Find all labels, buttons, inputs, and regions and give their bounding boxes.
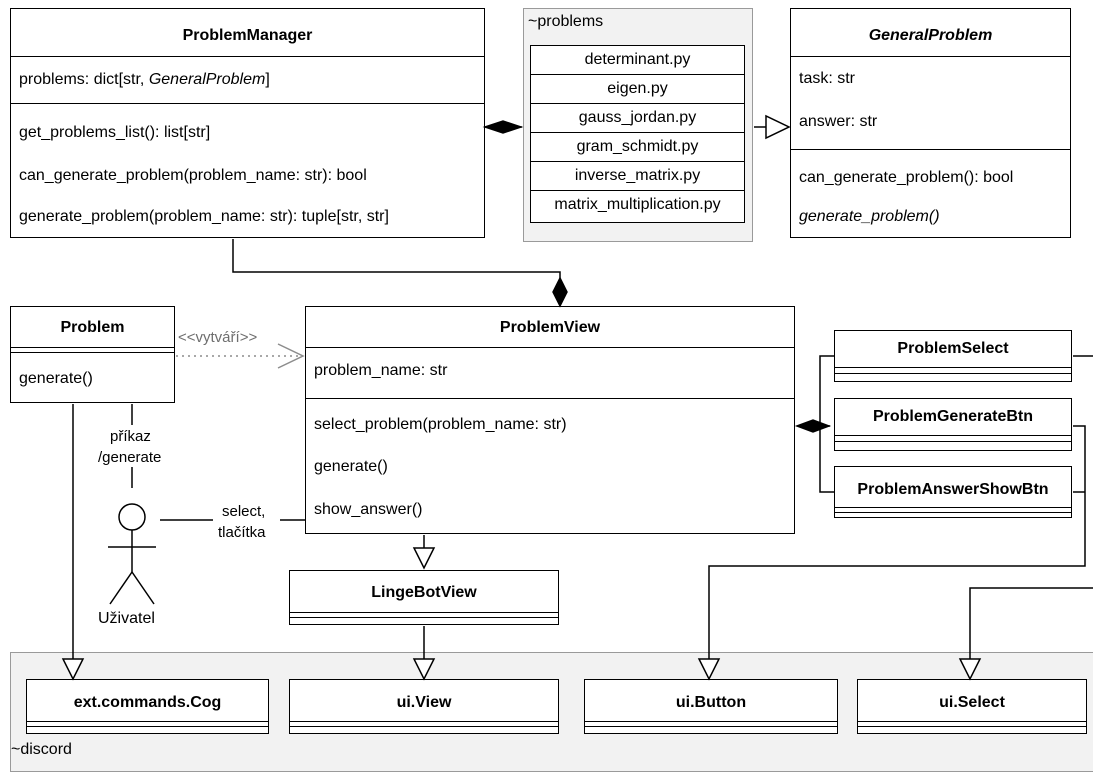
divider xyxy=(11,56,484,57)
ui-view-class: ui.View xyxy=(289,679,559,734)
ui-select-class: ui.Select xyxy=(857,679,1087,734)
divider xyxy=(290,726,558,727)
ui-button-title: ui.Button xyxy=(675,694,747,711)
general-problem-method: generate_problem() xyxy=(799,208,940,225)
problem-answer-show-btn-title: ProblemAnswerShowBtn xyxy=(857,481,1049,498)
problem-view-title: ProblemView xyxy=(499,319,601,336)
command-label-line1: příkaz xyxy=(110,428,151,445)
problem-view-method: show_answer() xyxy=(314,501,423,518)
problem-view-method: generate() xyxy=(314,458,388,475)
divider xyxy=(11,352,174,353)
command-label-line2: /generate xyxy=(98,449,162,466)
linge-bot-view-title: LingeBotView xyxy=(371,584,477,601)
divider xyxy=(835,441,1071,442)
divider xyxy=(306,398,794,399)
divider xyxy=(11,103,484,104)
problem-generate-btn-title: ProblemGenerateBtn xyxy=(872,408,1034,425)
problem-class: Problem generate() xyxy=(10,306,175,403)
user-actor-icon xyxy=(106,502,158,606)
problem-view-method: select_problem(problem_name: str) xyxy=(314,416,567,433)
divider xyxy=(290,617,558,618)
actor-name: Uživatel xyxy=(98,610,155,627)
ext-commands-cog-class: ext.commands.Cog xyxy=(26,679,269,734)
problem-manager-method: generate_problem(problem_name: str): tup… xyxy=(19,208,389,225)
divider xyxy=(835,367,1071,368)
problem-manager-class: ProblemManager problems: dict[str, Gener… xyxy=(10,8,485,238)
divider xyxy=(585,726,837,727)
problem-view-class: ProblemView problem_name: str select_pro… xyxy=(305,306,795,534)
problems-package-label: ~problems xyxy=(528,13,604,30)
select-label-line1: select, xyxy=(222,503,266,520)
problem-manager-method: get_problems_list(): list[str] xyxy=(19,124,211,141)
discord-package-label: ~discord xyxy=(11,741,72,758)
divider xyxy=(835,507,1071,508)
problem-title: Problem xyxy=(60,319,125,336)
general-problem-class: GeneralProblem task: str answer: str can… xyxy=(790,8,1071,238)
divider xyxy=(791,56,1070,57)
file-matrix-multiplication: matrix_multiplication.py xyxy=(530,190,745,223)
divider xyxy=(306,347,794,348)
problem-select-title: ProblemSelect xyxy=(897,340,1009,357)
file-inverse-matrix: inverse_matrix.py xyxy=(530,161,745,191)
file-eigen: eigen.py xyxy=(530,74,745,104)
file-gram-schmidt: gram_schmidt.py xyxy=(530,132,745,162)
problem-generate-btn-class: ProblemGenerateBtn xyxy=(834,398,1072,451)
divider xyxy=(11,347,174,348)
divider xyxy=(27,721,268,722)
divider xyxy=(585,721,837,722)
problem-select-class: ProblemSelect xyxy=(834,330,1072,382)
problem-manager-method: can_generate_problem(problem_name: str):… xyxy=(19,167,367,184)
problem-answer-show-btn-class: ProblemAnswerShowBtn xyxy=(834,466,1072,518)
divider xyxy=(858,721,1086,722)
divider xyxy=(27,726,268,727)
ui-select-title: ui.Select xyxy=(939,694,1005,711)
problem-method: generate() xyxy=(19,370,93,387)
divider xyxy=(290,612,558,613)
divider xyxy=(835,512,1071,513)
problem-manager-attribute: problems: dict[str, GeneralProblem] xyxy=(19,71,270,88)
general-problem-title: GeneralProblem xyxy=(868,27,993,44)
divider xyxy=(835,435,1071,436)
divider xyxy=(858,726,1086,727)
ui-button-class: ui.Button xyxy=(584,679,838,734)
divider xyxy=(835,373,1071,374)
general-problem-method: can_generate_problem(): bool xyxy=(799,169,1014,186)
select-label-line2: tlačítka xyxy=(218,524,266,541)
ext-commands-cog-title: ext.commands.Cog xyxy=(73,694,222,711)
linge-bot-view-class: LingeBotView xyxy=(289,570,559,625)
general-problem-attribute: task: str xyxy=(799,70,856,87)
problem-manager-title: ProblemManager xyxy=(182,27,313,44)
problem-view-attribute: problem_name: str xyxy=(314,362,448,379)
vytvari-label: <<vytváří>> xyxy=(178,329,258,346)
divider xyxy=(791,149,1070,150)
ui-view-title: ui.View xyxy=(396,694,452,711)
general-problem-attribute: answer: str xyxy=(799,113,878,130)
divider xyxy=(290,721,558,722)
